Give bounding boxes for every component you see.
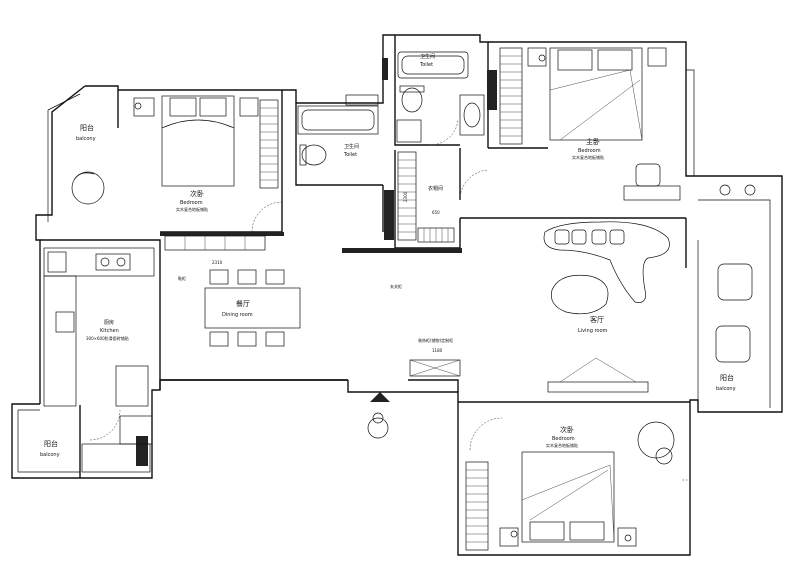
desk-master (623, 163, 681, 201)
toilet-top-en: Toilet (419, 62, 433, 68)
toilet-mid-cn: 卫生间 (344, 143, 359, 150)
balcony-chair-left (71, 171, 105, 205)
second-bedroom-top-cn: 次卧 (190, 189, 204, 198)
doors (89, 119, 690, 481)
chair-lower-bedroom (637, 421, 675, 465)
balcony-right-cn: 阳台 (720, 373, 734, 382)
dim-2300: 2300 (403, 191, 408, 202)
living-en: Living room (578, 328, 608, 334)
outer-walls (11, 34, 783, 556)
kitchen-cn: 厨房 (104, 319, 114, 326)
tv-cabinet-label: 装饰柜(储物)定制柜 (418, 337, 453, 343)
dim-1180: 1180 (432, 348, 443, 353)
balcony-right-en: balcony (716, 386, 736, 392)
labels: 阳台 balcony 次卧 Bedroom 实木复合地板铺贴 卫生间 Toile… (40, 53, 736, 458)
cloakroom-cn: 衣帽间 (428, 185, 443, 192)
dim-2310: 2310 (212, 260, 223, 265)
bed-lower (499, 451, 637, 547)
second-bedroom-bottom-en: Bedroom (552, 436, 575, 442)
wardrobes (164, 47, 523, 551)
wardrobe-master-bedroom (499, 47, 523, 145)
second-bedroom-top-note: 实木复合地板铺贴 (176, 206, 208, 212)
entrance-figure (367, 392, 390, 439)
dining-sideboard (164, 235, 266, 251)
balcony-bottom-cn: 阳台 (44, 439, 58, 448)
entrance-label: 玄关柜 (390, 283, 402, 289)
dining-en: Dining room (222, 312, 253, 318)
toilet-top-cn: 卫生间 (420, 53, 435, 60)
balcony-bottom-en: balcony (40, 452, 60, 458)
dining-set (204, 269, 301, 347)
second-bedroom-top-en: Bedroom (180, 200, 203, 206)
wardrobe-cloakroom (397, 151, 455, 243)
second-bedroom-bottom-note: 实木复合地板铺贴 (546, 442, 578, 448)
balcony-left-en: balcony (76, 136, 96, 142)
bed-second-top (133, 95, 259, 187)
balcony-left-cn: 阳台 (80, 123, 94, 132)
bed-master (527, 47, 667, 141)
kitchen-note: 300×600防滑瓷砖铺贴 (86, 335, 129, 341)
kitchen-en: Kitchen (100, 328, 119, 334)
master-bedroom-en: Bedroom (578, 148, 601, 154)
wardrobe-second-bedroom-top (259, 99, 279, 189)
second-bedroom-bottom-cn: 次卧 (560, 425, 574, 434)
toilet-mid-en: Toilet (343, 152, 357, 158)
tv-cabinet (409, 359, 461, 377)
kitchen-fixtures (43, 247, 155, 473)
bathroom-fixtures (297, 51, 485, 166)
dim-650: 650 (432, 210, 440, 215)
master-bedroom-note: 实木复合地板铺贴 (572, 154, 604, 160)
outlets (134, 54, 756, 542)
wall-fills (136, 58, 497, 466)
wardrobe-lower-bedroom (465, 461, 489, 551)
shoe-cabinet: 鞋柜 (178, 275, 186, 281)
living-furniture (543, 221, 753, 393)
interior-walls (40, 35, 690, 478)
master-bedroom-cn: 主卧 (586, 137, 600, 146)
living-cn: 客厅 (590, 315, 604, 324)
dining-cn: 餐厅 (236, 299, 250, 308)
